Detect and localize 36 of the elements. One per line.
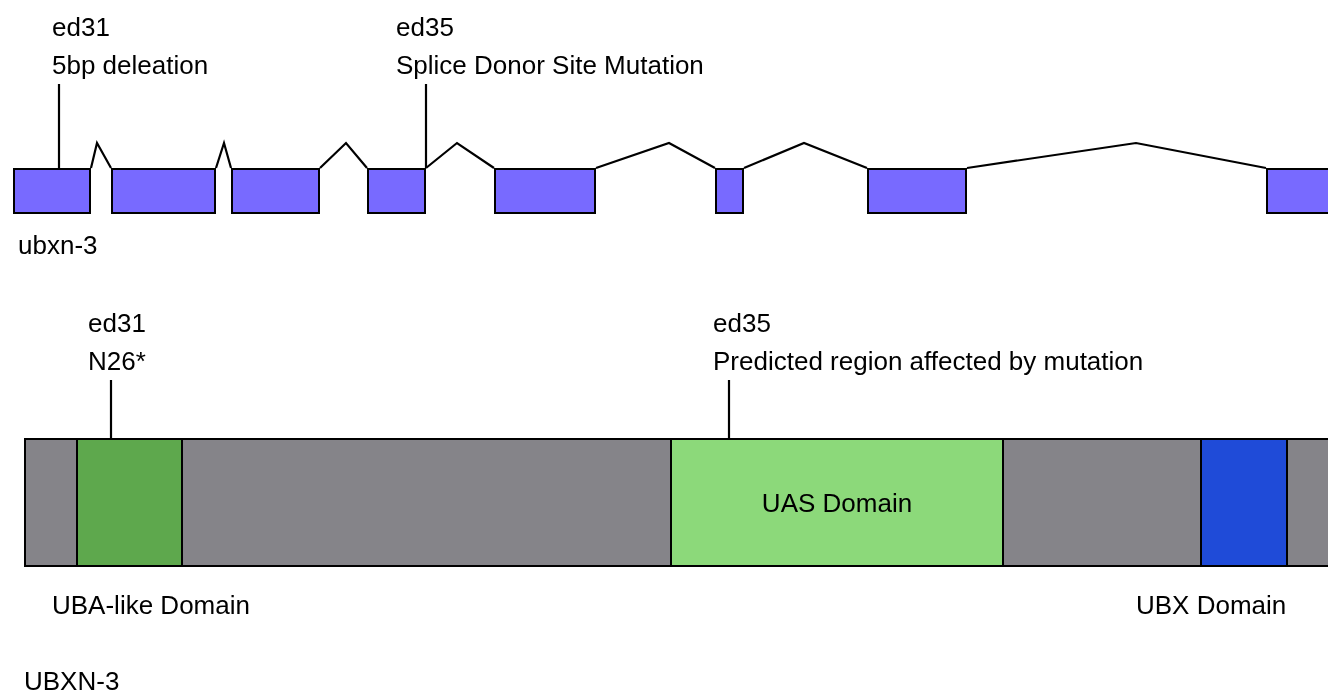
domain-label: UBX Domain <box>1136 589 1287 622</box>
protein-name: UBXN-3 <box>24 665 120 694</box>
intron-line <box>214 139 233 169</box>
leader-line <box>727 380 731 440</box>
protein-bar <box>24 438 1328 567</box>
leader-line <box>424 84 428 168</box>
intron-line <box>966 141 1267 170</box>
domain-box <box>670 440 1004 565</box>
leader-line <box>109 380 113 440</box>
intron-line <box>89 140 112 169</box>
allele-name: ed31 <box>52 11 110 44</box>
exon-box <box>715 168 744 214</box>
domain-label: UAS Domain <box>761 486 913 520</box>
intron-line <box>319 141 368 169</box>
mutation-description: 5bp deleation <box>52 49 209 82</box>
mutation-description: Splice Donor Site Mutation <box>396 49 704 82</box>
domain-label: UBA-like Domain <box>52 589 250 622</box>
allele-name: ed31 <box>88 307 146 340</box>
intron-line <box>425 141 495 169</box>
gene-name: ubxn-3 <box>18 229 98 262</box>
allele-name: ed35 <box>713 307 771 340</box>
exon-box <box>494 168 596 214</box>
exon-box <box>1266 168 1328 214</box>
leader-line <box>57 84 61 168</box>
allele-name: ed35 <box>396 11 454 44</box>
domain-box <box>76 440 183 565</box>
mutation-description: Predicted region affected by mutation <box>713 345 1144 378</box>
exon-box <box>13 168 91 214</box>
mutation-description: N26* <box>88 345 146 378</box>
intron-line <box>595 141 716 170</box>
domain-box <box>1200 440 1288 565</box>
exon-box <box>367 168 426 214</box>
exon-box <box>867 168 967 214</box>
exon-box <box>111 168 216 214</box>
intron-line <box>743 141 868 170</box>
exon-box <box>231 168 320 214</box>
